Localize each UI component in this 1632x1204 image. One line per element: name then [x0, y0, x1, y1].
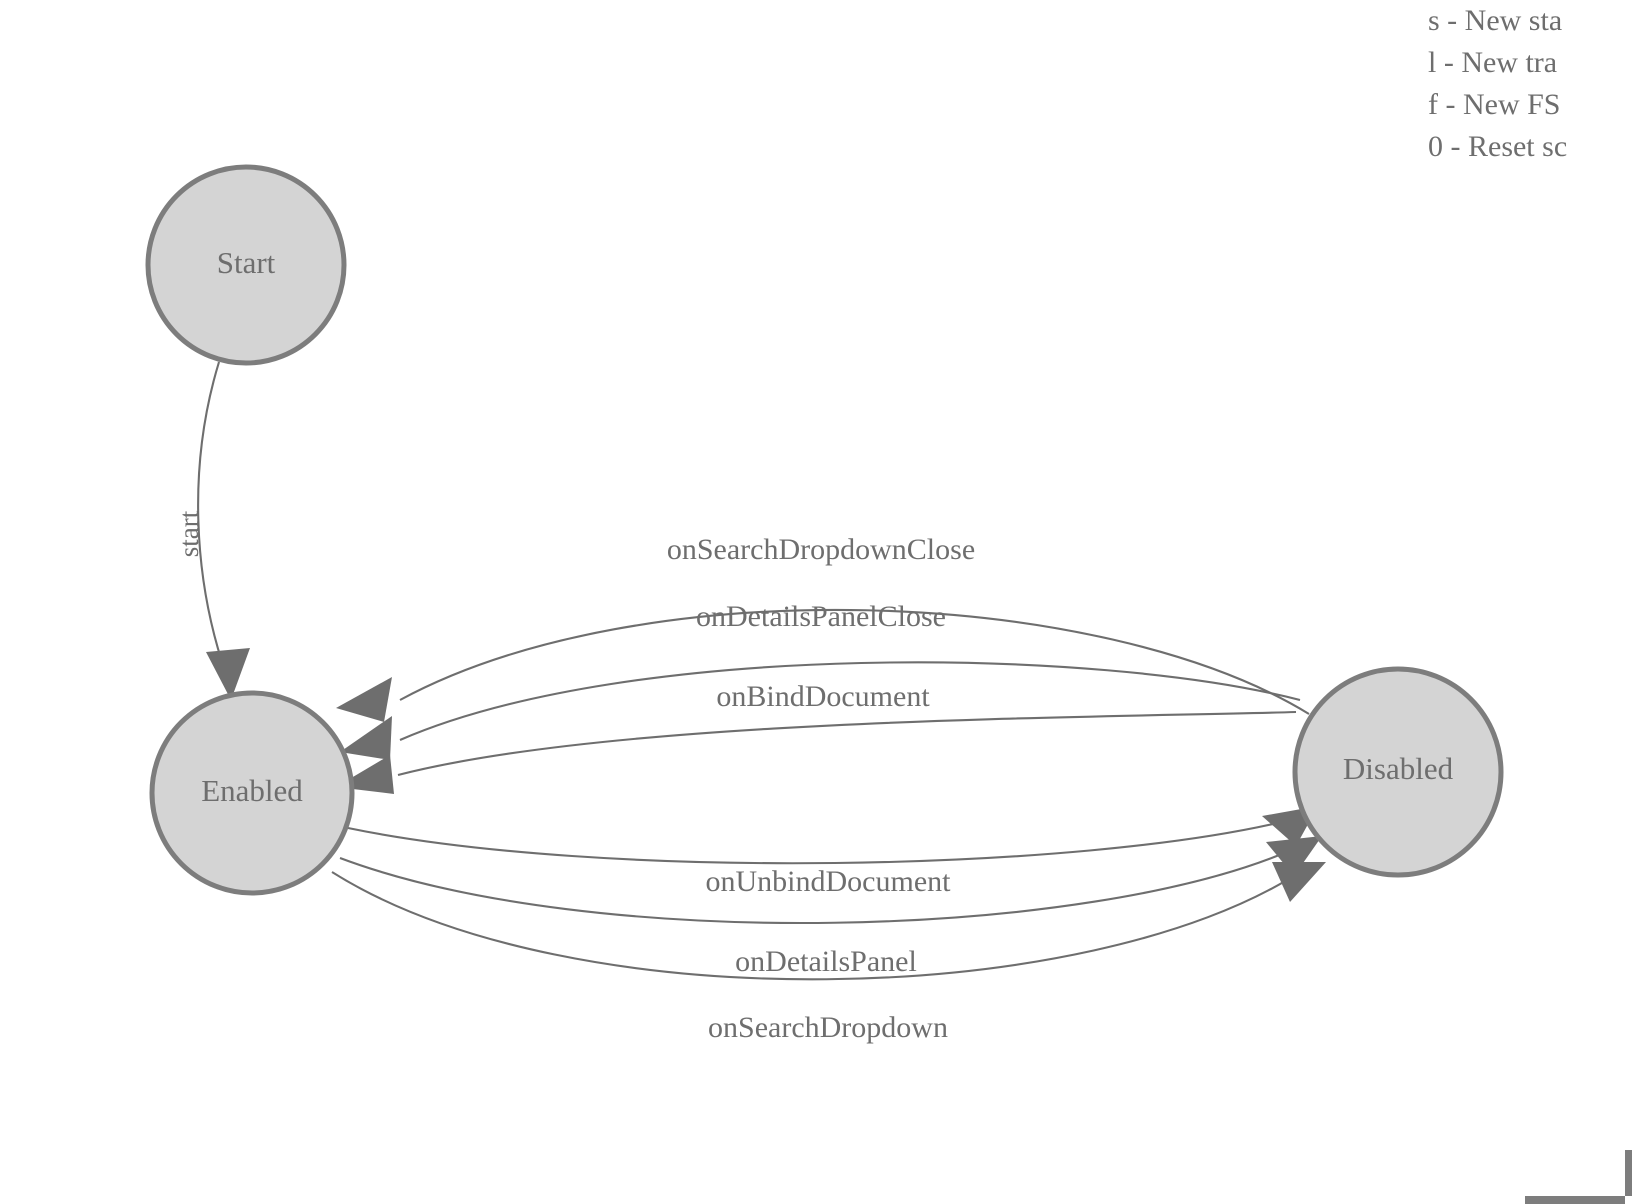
node-disabled-label: Disabled	[1343, 751, 1454, 786]
edge-path-on-unbind-document[interactable]	[347, 818, 1291, 865]
arrowhead-on-search-dropdown-close	[336, 677, 392, 722]
edge-on-search-dropdown-close[interactable]: onSearchDropdownClose	[336, 533, 1310, 722]
edge-start[interactable]: start	[174, 361, 250, 700]
help-line-reset: 0 - Reset sc	[1428, 130, 1568, 163]
node-enabled-label: Enabled	[201, 773, 303, 808]
edge-on-bind-document[interactable]: onBindDocument	[336, 680, 1297, 794]
help-line-new-fsm: f - New FS	[1428, 88, 1561, 121]
node-disabled[interactable]: Disabled	[1292, 666, 1504, 878]
node-disabled-circle[interactable]	[1292, 666, 1504, 878]
node-enabled-circle[interactable]	[149, 690, 355, 896]
node-start-label: Start	[217, 245, 276, 280]
arrowhead-on-details-panel	[1266, 836, 1322, 876]
edge-label-start: start	[174, 510, 204, 557]
edge-on-details-panel[interactable]: onDetailsPanel	[339, 836, 1322, 978]
edge-label-on-unbind-document: onUnbindDocument	[706, 865, 952, 898]
arrowhead-on-details-panel-close	[340, 716, 392, 760]
keyboard-shortcuts-help: s - New sta l - New tra f - New FS 0 - R…	[1428, 0, 1632, 168]
edge-label-on-details-panel: onDetailsPanel	[735, 945, 917, 978]
edge-path-on-search-dropdown-close[interactable]	[399, 608, 1310, 715]
help-line-new-state: s - New sta	[1428, 4, 1563, 37]
edge-label-on-bind-document: onBindDocument	[716, 680, 930, 713]
help-line-new-transition: l - New tra	[1428, 46, 1558, 79]
arrowhead-on-search-dropdown	[1272, 862, 1326, 902]
edge-on-search-dropdown[interactable]: onSearchDropdown	[331, 862, 1326, 1044]
edge-label-on-search-dropdown-close: onSearchDropdownClose	[667, 533, 975, 566]
edge-path-on-bind-document[interactable]	[397, 710, 1297, 777]
edge-path-start[interactable]	[197, 361, 224, 663]
edge-path-on-search-dropdown[interactable]	[331, 871, 1301, 981]
edge-path-on-details-panel[interactable]	[339, 847, 1297, 925]
node-enabled[interactable]: Enabled	[149, 690, 355, 896]
vertical-scrollbar-thumb[interactable]	[1625, 1150, 1632, 1196]
edge-on-details-panel-close[interactable]: onDetailsPanelClose	[340, 600, 1301, 760]
node-start-circle[interactable]	[145, 164, 347, 366]
edge-label-on-details-panel-close: onDetailsPanelClose	[696, 600, 946, 633]
edge-path-on-details-panel-close[interactable]	[399, 661, 1301, 741]
edge-on-unbind-document[interactable]: onUnbindDocument	[347, 806, 1318, 898]
arrowhead-start	[206, 648, 250, 700]
node-start[interactable]: Start	[145, 164, 347, 366]
edge-label-on-search-dropdown: onSearchDropdown	[708, 1011, 948, 1044]
horizontal-scrollbar-thumb[interactable]	[1525, 1196, 1625, 1204]
